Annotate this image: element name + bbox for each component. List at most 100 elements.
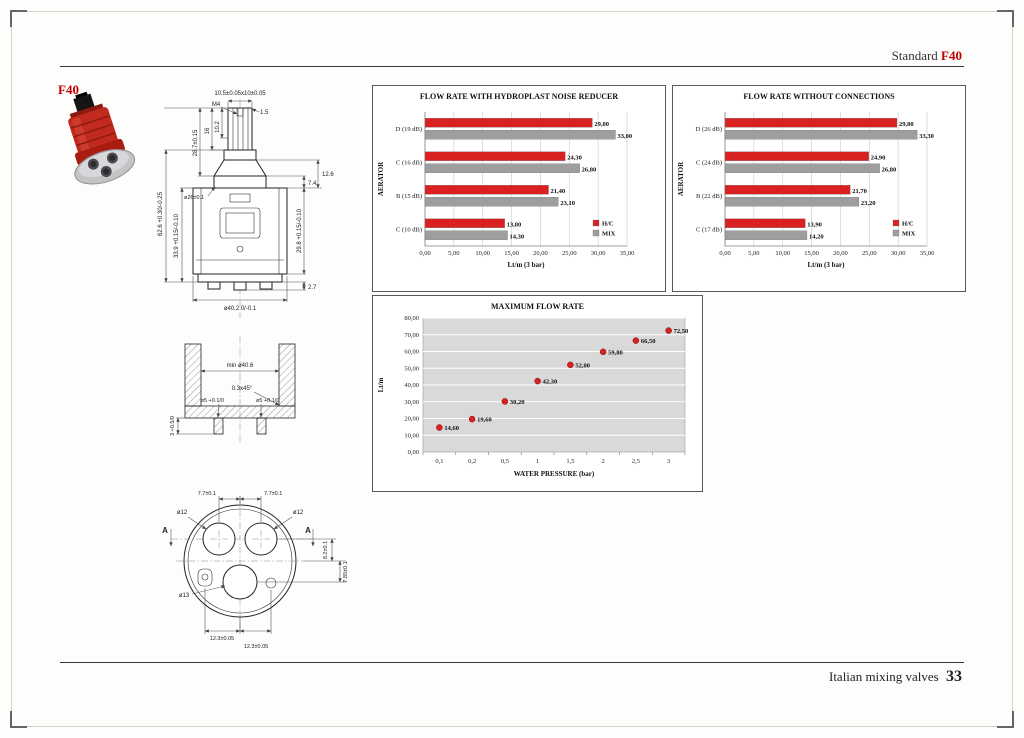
dim-label: ø26±0.1 bbox=[184, 195, 204, 201]
bar-value-label: 21,70 bbox=[852, 188, 867, 195]
y-axis-title: AERATOR bbox=[377, 161, 385, 196]
x-tick-label: 15,00 bbox=[504, 250, 519, 257]
x-tick-label: 30,00 bbox=[591, 250, 606, 257]
y-tick-label: 70,00 bbox=[404, 332, 419, 339]
point-value-label: 66,50 bbox=[641, 338, 656, 345]
bar-hc bbox=[424, 151, 566, 161]
technical-drawings: 10.5±0.05x10±0.05 M4 1.5 10.2 16 28.7±0.… bbox=[158, 91, 349, 650]
x-tick-label: 20,00 bbox=[533, 250, 548, 257]
dim-label: 29.8 +0.15/-0.10 bbox=[297, 208, 303, 253]
bar-hc bbox=[424, 185, 549, 195]
point-value-label: 14,60 bbox=[444, 425, 459, 432]
front-view: 10.5±0.05x10±0.05 M4 1.5 10.2 16 28.7±0.… bbox=[158, 91, 334, 318]
x-tick-label: 35,00 bbox=[920, 250, 935, 257]
y-tick-label: 80,00 bbox=[404, 315, 419, 322]
bar-value-label: 24,90 bbox=[871, 154, 886, 161]
point-value-label: 19,60 bbox=[477, 417, 492, 424]
x-tick-label: 30,00 bbox=[891, 250, 906, 257]
point-value-label: 72,50 bbox=[674, 328, 689, 335]
y-tick-label: 40,00 bbox=[404, 382, 419, 389]
point-value-label: 52,00 bbox=[575, 362, 590, 369]
x-tick-label: 20,00 bbox=[833, 250, 848, 257]
dim-label: ø40.2 0/-0.1 bbox=[224, 306, 257, 312]
dim-label: ø5 +0.1/0 bbox=[201, 398, 224, 404]
page-number: 33 bbox=[946, 668, 962, 685]
footer-text: Italian mixing valves bbox=[828, 669, 939, 684]
y-axis-title: AERATOR bbox=[677, 161, 685, 196]
y-tick-label: 30,00 bbox=[404, 399, 419, 406]
section-marker-label: A bbox=[162, 526, 168, 535]
x-tick-label: 25,00 bbox=[562, 250, 577, 257]
bar-hc bbox=[424, 118, 593, 128]
bar-mix bbox=[424, 163, 580, 173]
x-tick-label: 0,5 bbox=[501, 458, 509, 465]
legend-label: MIX bbox=[902, 231, 916, 238]
dim-label: 28.7±0.15 bbox=[193, 129, 199, 156]
data-point bbox=[567, 361, 574, 369]
bar-mix bbox=[424, 230, 508, 240]
bar-mix bbox=[424, 130, 616, 140]
point-value-label: 42,30 bbox=[543, 379, 558, 386]
page-header: Standard F40 bbox=[892, 48, 962, 64]
bar-value-label: 21,40 bbox=[551, 188, 566, 195]
bottom-view: 7.7±0.1 7.7±0.1 ø12 ø12 8.2±0.1 7.85±0.1… bbox=[162, 491, 349, 650]
dim-label: 7.7±0.1 bbox=[198, 491, 216, 497]
bar-mix bbox=[724, 230, 808, 240]
bar-hc bbox=[724, 151, 869, 161]
data-point bbox=[468, 415, 476, 423]
data-point bbox=[534, 377, 541, 385]
dim-label: M4 bbox=[212, 102, 221, 108]
x-tick-label: 15,00 bbox=[804, 250, 819, 257]
data-point bbox=[599, 348, 607, 356]
x-tick-label: 35,00 bbox=[620, 250, 635, 257]
header-standard-label: Standard bbox=[891, 48, 938, 63]
bar-value-label: 13,80 bbox=[507, 221, 522, 228]
y-tick-label: 0,00 bbox=[408, 449, 419, 456]
legend-label: MIX bbox=[602, 231, 616, 238]
point-value-label: 30,20 bbox=[510, 399, 525, 406]
category-label: C (24 dB) bbox=[696, 159, 722, 166]
dim-label: 12.3±0.05 bbox=[244, 644, 268, 650]
category-label: B (15 dB) bbox=[396, 193, 422, 200]
product-photo bbox=[68, 91, 136, 185]
bar-hc bbox=[724, 185, 851, 195]
model-label: F40 bbox=[58, 82, 79, 97]
corner-mark bbox=[10, 711, 27, 728]
bar-value-label: 33,30 bbox=[919, 133, 934, 140]
bar-mix bbox=[724, 163, 880, 173]
x-tick-label: 0,00 bbox=[719, 250, 730, 257]
y-tick-label: 60,00 bbox=[404, 349, 419, 356]
bar-value-label: 29,00 bbox=[594, 121, 609, 128]
x-axis-title: Lt/m (3 bar) bbox=[808, 261, 846, 269]
x-tick-label: 0,1 bbox=[435, 458, 443, 465]
chart-title: MAXIMUM FLOW RATE bbox=[491, 302, 584, 311]
x-tick-label: 10,00 bbox=[475, 250, 490, 257]
page-border bbox=[11, 11, 1013, 727]
dim-label: ø13 bbox=[179, 593, 190, 599]
y-axis-title: Lt/m bbox=[377, 377, 385, 392]
bar-value-label: 29,80 bbox=[899, 121, 914, 128]
bar-value-label: 13,90 bbox=[807, 221, 822, 228]
x-tick-label: 1,5 bbox=[566, 458, 574, 465]
bar-value-label: 23,10 bbox=[560, 200, 575, 207]
bar-hc bbox=[724, 118, 898, 128]
dim-label: 62.6 +0.30/-0.25 bbox=[158, 191, 164, 236]
x-tick-label: 0,2 bbox=[468, 458, 476, 465]
x-tick-label: 5,00 bbox=[748, 250, 759, 257]
dim-label: 7.7±0.1 bbox=[264, 491, 282, 497]
dim-label: 3 +0.5/0 bbox=[170, 416, 176, 436]
bar-hc bbox=[424, 218, 505, 228]
x-tick-label: 1 bbox=[536, 458, 539, 465]
data-point bbox=[436, 424, 443, 431]
dim-label: 10.2 bbox=[215, 121, 221, 133]
x-tick-label: 5,00 bbox=[448, 250, 459, 257]
bar-value-label: 23,20 bbox=[861, 200, 876, 207]
bar-value-label: 26,80 bbox=[582, 166, 597, 173]
bar-mix bbox=[424, 197, 559, 207]
chart-title: FLOW RATE WITH HYDROPLAST NOISE REDUCER bbox=[420, 92, 619, 101]
dim-label: 7.4 bbox=[308, 181, 317, 187]
x-tick-label: 2,5 bbox=[632, 458, 640, 465]
